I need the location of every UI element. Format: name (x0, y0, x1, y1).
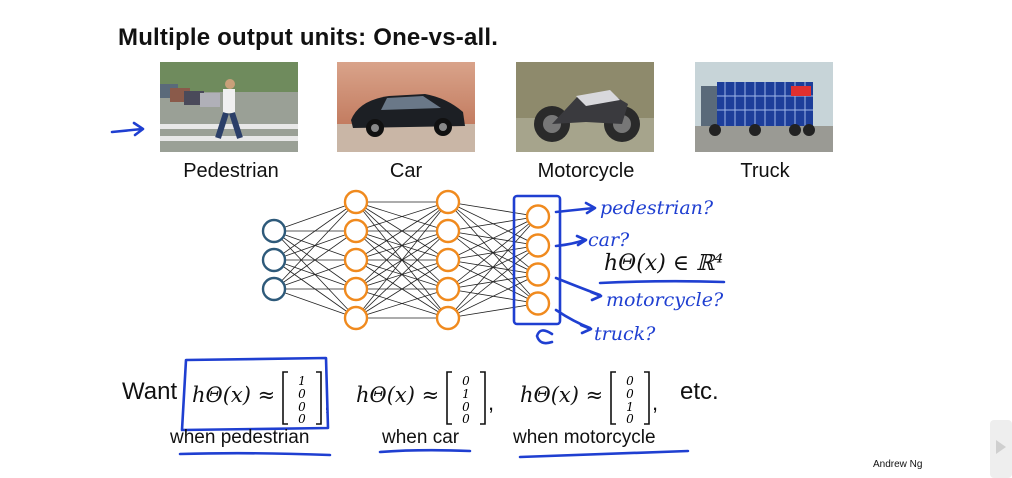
hidden-node (343, 218, 369, 244)
output-layer-box (512, 194, 562, 326)
output-label-truck: truck? (594, 323, 656, 345)
network-edge (273, 259, 357, 290)
network-edge (447, 274, 539, 319)
hidden-node (435, 305, 461, 331)
author-footer: Andrew Ng (873, 459, 923, 470)
arrow-out-1 (554, 234, 588, 248)
network-edge (355, 288, 449, 319)
arrow-out-2 (554, 276, 603, 302)
svg-text:0: 0 (298, 412, 306, 426)
hidden-node (435, 247, 461, 273)
network-edge (355, 230, 449, 319)
network-edge (355, 201, 449, 290)
network-edge (355, 201, 449, 319)
hidden-node (343, 247, 369, 273)
svg-text:0: 0 (626, 387, 634, 401)
output-node (525, 233, 551, 258)
hidden-node (435, 218, 461, 244)
output-node (525, 291, 551, 316)
svg-text:0: 0 (626, 412, 634, 426)
svg-text:1: 1 (626, 400, 634, 414)
slide-title: Multiple output units: One-vs-all. (118, 24, 499, 51)
network-edge (273, 230, 357, 290)
label-underlines (178, 448, 690, 459)
svg-text:hΘ(x) ≈: hΘ(x) ≈ (192, 383, 275, 407)
label-when-car: when car (382, 427, 460, 448)
network-edge (447, 216, 539, 319)
svg-text:hΘ(x) ≈: hΘ(x) ≈ (356, 383, 439, 407)
hidden-node (343, 276, 369, 302)
network-edge (447, 216, 539, 290)
hidden-node (435, 189, 461, 215)
svg-text:0: 0 (462, 412, 470, 426)
network-edge (273, 201, 357, 290)
network-edge (355, 201, 449, 232)
output-label-motorcycle: motorcycle? (606, 289, 724, 311)
label-when-motorcycle: when motorcycle (513, 427, 656, 448)
want-label: Want (122, 378, 178, 405)
hidden-node (343, 305, 369, 331)
output-node (525, 204, 551, 229)
etc-label: etc. (680, 378, 719, 405)
output-expression: hΘ(x) ∈ ℝ⁴ (604, 251, 723, 276)
equation-pedestrian: hΘ(x) ≈ 1 0 0 0 , (192, 371, 330, 426)
network-edges (273, 201, 539, 319)
network-nodes (261, 189, 551, 331)
network-edge (355, 259, 449, 319)
arrow-out-3 (554, 308, 593, 335)
network-edge (447, 216, 539, 232)
input-node (261, 218, 287, 244)
caption-truck: Truck (740, 160, 790, 182)
svg-text:0: 0 (462, 400, 470, 414)
output-curl-icon (535, 329, 554, 345)
hidden-node (343, 189, 369, 215)
svg-text:0: 0 (298, 387, 306, 401)
output-label-car: car? (588, 229, 630, 251)
player-overlay-icon[interactable] (982, 420, 1012, 478)
svg-text:hΘ(x) ≈: hΘ(x) ≈ (520, 383, 603, 407)
network-edge (447, 201, 539, 217)
network-edge (273, 288, 357, 319)
highlight-box-case-1 (180, 356, 330, 432)
svg-text:0: 0 (298, 400, 306, 414)
caption-motorcycle: Motorcycle (537, 160, 635, 182)
svg-text:,: , (488, 390, 494, 415)
input-node (261, 247, 287, 273)
svg-text:1: 1 (462, 387, 470, 401)
output-expression-underline (598, 279, 726, 285)
network-edge (447, 216, 539, 261)
input-node (261, 276, 287, 302)
network-edge (447, 245, 539, 319)
motorcycle-photo (516, 62, 654, 152)
output-node (525, 262, 551, 287)
network-edge (447, 303, 539, 319)
caption-pedestrian: Pedestrian (183, 160, 279, 182)
output-label-pedestrian: pedestrian? (600, 197, 714, 219)
equation-car: hΘ(x) ≈ 0 1 0 0 , (356, 371, 494, 426)
car-photo (337, 62, 475, 152)
caption-car: Car (389, 160, 423, 182)
truck-photo (695, 62, 833, 152)
hidden-node (435, 276, 461, 302)
arrow-out-0 (554, 201, 597, 215)
network-edge (355, 201, 449, 261)
equation-motorcycle: hΘ(x) ≈ 0 0 1 0 , (520, 371, 658, 426)
svg-text:,: , (652, 390, 658, 415)
network-edge (273, 201, 357, 261)
pedestrian-photo (160, 62, 298, 152)
arrow-annotation-icon (110, 121, 145, 137)
svg-text:0: 0 (626, 374, 634, 388)
svg-text:1: 1 (298, 374, 306, 388)
network-edge (273, 201, 357, 232)
svg-text:0: 0 (462, 374, 470, 388)
label-when-pedestrian: when pedestrian (170, 427, 310, 448)
